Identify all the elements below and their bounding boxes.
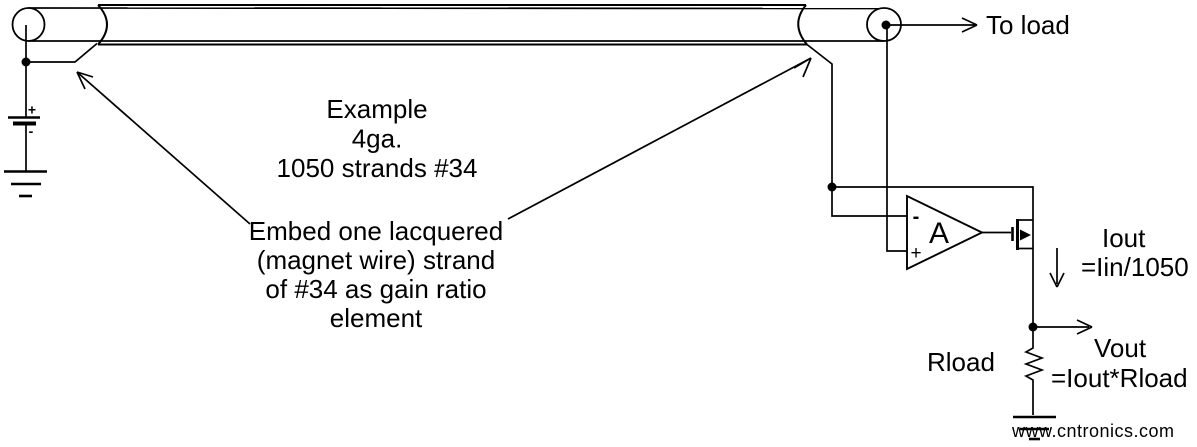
ground-icon-left bbox=[4, 170, 47, 198]
watermark-text: www.cntronics.com bbox=[1011, 421, 1175, 441]
battery-icon: + - bbox=[8, 102, 40, 139]
wire-load-node-to-plus-input bbox=[886, 25, 907, 252]
opamp-minus-label: - bbox=[913, 206, 920, 228]
cable-label-line2: 4ga. bbox=[352, 124, 403, 154]
iout-direction-arrow bbox=[1049, 248, 1065, 288]
cable-left-endcap bbox=[11, 7, 46, 42]
strand-note-line3: of #34 as gain ratio bbox=[265, 274, 486, 304]
opamp: - + A bbox=[906, 194, 1011, 271]
vout-formula: =Iout*Rload bbox=[1051, 363, 1188, 393]
strand-note-line2: (magnet wire) strand bbox=[257, 245, 495, 275]
note-arrow-left bbox=[76, 71, 251, 225]
mosfet-icon bbox=[1011, 219, 1033, 250]
annotation-arrows bbox=[76, 57, 812, 225]
output-network bbox=[1013, 248, 1093, 441]
opamp-gain-label: A bbox=[929, 217, 949, 250]
right-wiring bbox=[806, 17, 1034, 327]
cable-inner-top-edge bbox=[27, 7, 885, 10]
cable-label-line3: 1050 strands #34 bbox=[277, 153, 478, 183]
strand-note-line4: element bbox=[330, 303, 423, 333]
junction-dot-left bbox=[21, 57, 31, 67]
iout-label: Iout bbox=[1102, 223, 1146, 253]
battery-minus-label: - bbox=[29, 123, 34, 139]
battery-branch: + - bbox=[4, 25, 98, 198]
strand-exit-left bbox=[27, 42, 98, 63]
to-load-arrow bbox=[886, 17, 978, 33]
opamp-plus-label: + bbox=[910, 243, 921, 264]
battery-plus-label: + bbox=[28, 102, 36, 118]
cable-jacket-left-cut bbox=[97, 4, 108, 46]
cable-end-terminal-dot bbox=[881, 20, 891, 30]
vout-arrow bbox=[1033, 319, 1093, 335]
resistor-icon bbox=[1023, 327, 1045, 415]
cable-label-line1: Example bbox=[326, 94, 427, 124]
note-arrow-right bbox=[507, 57, 812, 220]
cable-graphic bbox=[11, 4, 902, 46]
strand-note-line1: Embed one lacquered bbox=[249, 216, 503, 246]
rload-label: Rload bbox=[927, 347, 995, 377]
wire-strand-to-fet bbox=[832, 186, 1034, 327]
ground-icon-right bbox=[1013, 415, 1056, 441]
strand-exit-right bbox=[806, 43, 907, 217]
to-load-label: To load bbox=[986, 10, 1070, 40]
vout-label: Vout bbox=[1094, 333, 1147, 363]
junction-dot-strand bbox=[827, 182, 837, 192]
opamp-triangle bbox=[906, 194, 985, 271]
iout-formula: =Iin/1050 bbox=[1081, 252, 1189, 282]
mosfet-body-arrow bbox=[1020, 229, 1031, 241]
cable-jacket-right-cut bbox=[797, 4, 808, 46]
text-labels: Example 4ga. 1050 strands #34 Embed one … bbox=[249, 10, 1189, 441]
